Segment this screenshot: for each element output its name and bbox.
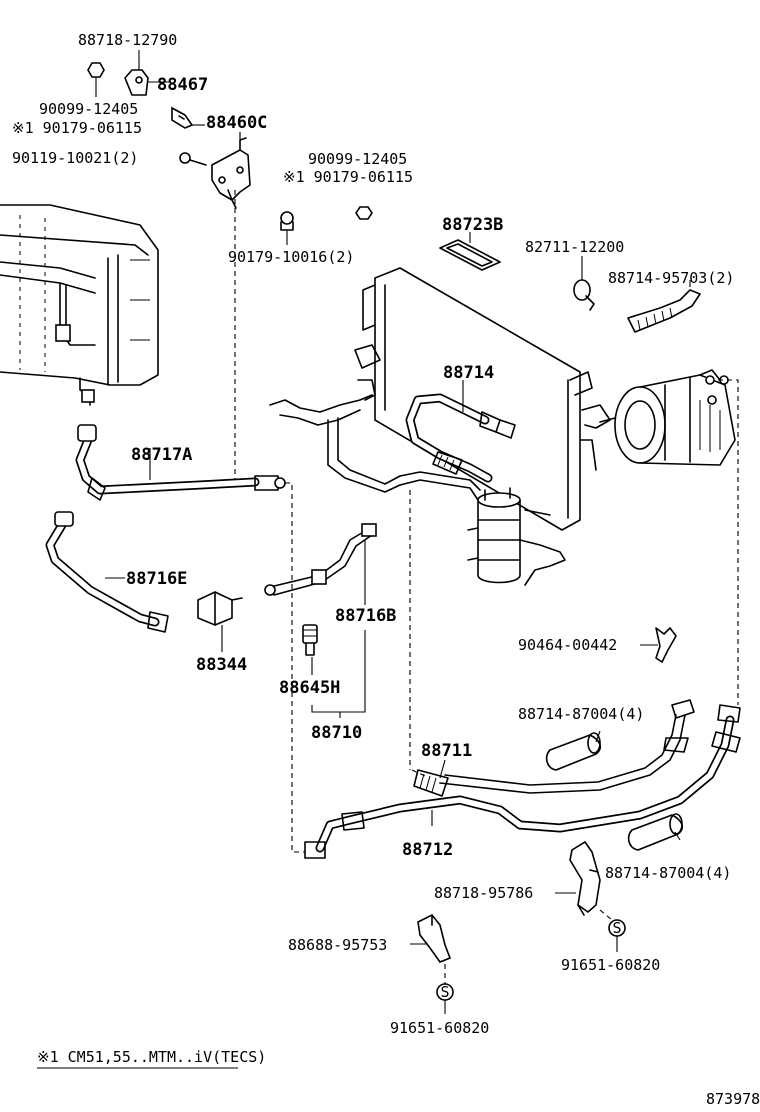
tube-88716b[interactable] — [264, 523, 377, 605]
callout-88714-95703: 88714-95703(2) — [608, 269, 734, 287]
callout-91651-60820-a: 91651-60820 — [561, 956, 660, 974]
callout-90179-06115-b: ※1 90179-06115 — [283, 168, 413, 186]
compressor[interactable] — [599, 369, 736, 466]
callouts: 88718-12790 88467 90099-12405 ※1 90179-0… — [12, 31, 734, 1037]
condenser-88714[interactable] — [354, 267, 611, 531]
callout-88716b: 88716B — [335, 606, 396, 626]
callout-88714: 88714 — [443, 363, 494, 383]
pipe-88712[interactable] — [304, 704, 741, 859]
callout-91651-60820-b: 91651-60820 — [390, 1019, 489, 1037]
clip-82711-12200[interactable] — [573, 256, 595, 311]
callout-88711: 88711 — [421, 741, 472, 761]
group-88710-bracket — [311, 630, 366, 718]
nut-90099-12405-a[interactable] — [87, 62, 105, 97]
callout-88460c: 88460C — [206, 113, 267, 133]
callout-88714-87004-b: 88714-87004(4) — [605, 864, 731, 882]
callout-90464-00442: 90464-00442 — [518, 636, 617, 654]
assembly-guide-lines — [234, 190, 739, 853]
callout-88688-95753: 88688-95753 — [288, 936, 387, 954]
receiver-drier[interactable] — [467, 487, 566, 586]
callout-88717a: 88717A — [131, 445, 192, 465]
footnote-text: ※1 CM51,55..MTM..iV(TECS) — [37, 1048, 266, 1066]
gasket-88723b[interactable] — [439, 232, 501, 271]
discharge-hose-88714[interactable] — [405, 393, 516, 483]
callout-88718-12790: 88718-12790 — [78, 31, 177, 49]
s-marker-b: S — [440, 983, 449, 1001]
figure-number: 873978 — [706, 1090, 760, 1108]
washer-91651-60820-b[interactable]: S — [436, 964, 454, 1014]
footnote-block: ※1 CM51,55..MTM..iV(TECS) — [37, 1048, 266, 1069]
callout-88645h: 88645H — [279, 678, 340, 698]
clamp-88718-12790[interactable] — [124, 50, 149, 96]
callout-82711-12200: 82711-12200 — [525, 238, 624, 256]
bracket-88718-95786[interactable] — [569, 840, 601, 916]
callout-88344: 88344 — [196, 655, 247, 675]
bushing-90179-10016[interactable] — [280, 211, 294, 245]
callout-90179-10016: 90179-10016(2) — [228, 248, 354, 266]
hose-88716e[interactable] — [45, 511, 169, 633]
hose-88717a[interactable] — [75, 424, 286, 501]
callout-90179-06115-a: ※1 90179-06115 — [12, 119, 142, 137]
s-marker-a: S — [612, 919, 621, 937]
pressure-switch-88460c[interactable] — [171, 106, 205, 129]
sleeve-88714-87004-a[interactable] — [545, 732, 602, 771]
evaporator-unit[interactable] — [0, 204, 159, 406]
callout-88710: 88710 — [311, 723, 362, 743]
bolt-90119-10021[interactable] — [179, 152, 207, 166]
washer-91651-60820-a[interactable]: S — [599, 909, 626, 952]
bracket-assembly[interactable] — [211, 132, 251, 209]
callout-90099-12405-b: 90099-12405 — [308, 150, 407, 168]
callout-88712: 88712 — [402, 840, 453, 860]
clamp-90464-00442[interactable] — [640, 627, 677, 663]
hose-88714-95703[interactable] — [627, 280, 701, 333]
leader-lines — [105, 81, 681, 945]
switch-88344[interactable] — [197, 591, 243, 652]
callout-90119-10021: 90119-10021(2) — [12, 149, 138, 167]
switch-88645h[interactable] — [302, 624, 318, 675]
bracket-88688-95753[interactable] — [417, 913, 452, 963]
callout-88467: 88467 — [157, 75, 208, 95]
condenser-pipe-loop[interactable] — [269, 394, 481, 501]
callout-88716e: 88716E — [126, 569, 187, 589]
nut-90099-12405-b[interactable] — [355, 206, 373, 220]
callout-88723b: 88723B — [442, 215, 503, 235]
callout-88714-87004-a: 88714-87004(4) — [518, 705, 644, 723]
pipe-88711[interactable] — [413, 699, 695, 797]
callout-90099-12405-a: 90099-12405 — [39, 100, 138, 118]
callout-88718-95786: 88718-95786 — [434, 884, 533, 902]
